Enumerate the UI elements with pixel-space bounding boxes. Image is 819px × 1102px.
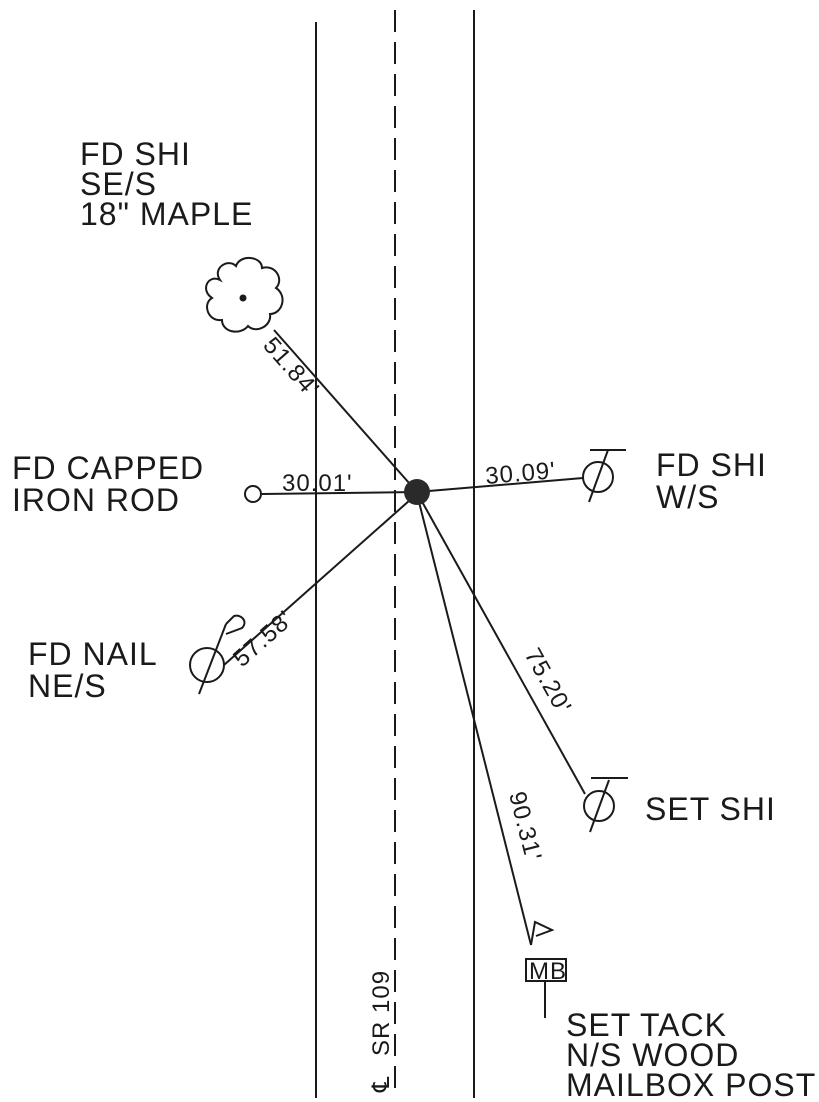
distance-label-rod: 30.01' xyxy=(282,470,353,497)
maple-line-3: 18" MAPLE xyxy=(80,196,253,232)
tie-line-set-shi xyxy=(419,497,586,795)
nail-description: FD NAIL NE/S xyxy=(28,636,158,704)
tree-icon xyxy=(205,257,284,333)
maple-line-2: SE/S xyxy=(80,166,157,202)
centerline-label: ℄ SR 109 xyxy=(368,970,395,1093)
distance-label-shi-w: 30.09' xyxy=(484,457,557,490)
iron-rod-icon xyxy=(244,485,262,503)
nail-line-2: NE/S xyxy=(28,668,107,704)
tie-line-maple xyxy=(273,329,418,493)
rod-description: FD CAPPED IRON ROD xyxy=(12,450,204,518)
tie-line-tack xyxy=(417,497,532,946)
tack-line-1: SET TACK xyxy=(566,1007,727,1043)
tack-line-3: MAILBOX POST xyxy=(566,1067,816,1102)
tie-line-shi-w xyxy=(416,477,584,493)
control-point-marker xyxy=(404,479,430,505)
distance-label-set-shi: 75.20' xyxy=(519,644,577,719)
nail-icon xyxy=(189,614,246,695)
rod-line-2: IRON ROD xyxy=(12,482,180,518)
nail-line-1: FD NAIL xyxy=(28,636,158,672)
set-shi-line-1: SET SHI xyxy=(645,791,776,827)
rod-line-1: FD CAPPED xyxy=(12,450,204,486)
set-shi-description: SET SHI xyxy=(645,791,776,827)
tack-line-2: N/S WOOD xyxy=(566,1037,739,1073)
set-shi-icon xyxy=(583,777,628,833)
distance-label-tack: 90.31' xyxy=(503,789,547,864)
tie-line-rod xyxy=(261,491,418,495)
maple-line-1: FD SHI xyxy=(80,136,191,172)
shi-w-line-1: FD SHI xyxy=(656,447,767,483)
distance-label-maple: 51.84' xyxy=(257,332,324,403)
tack-description: SET TACK N/S WOOD MAILBOX POST xyxy=(566,1007,816,1102)
tie-line-nail xyxy=(223,499,411,666)
shi-w-description: FD SHI W/S xyxy=(656,447,767,515)
centerline-symbol: ℄ xyxy=(368,1076,395,1093)
centerline-route-label: SR 109 xyxy=(368,970,395,1056)
maple-description: FD SHI SE/S 18" MAPLE xyxy=(80,136,253,232)
shi-icon xyxy=(582,449,626,503)
mailbox-icon xyxy=(525,920,567,1018)
shi-w-line-2: W/S xyxy=(656,479,719,515)
mailbox-badge: MB xyxy=(529,958,567,985)
